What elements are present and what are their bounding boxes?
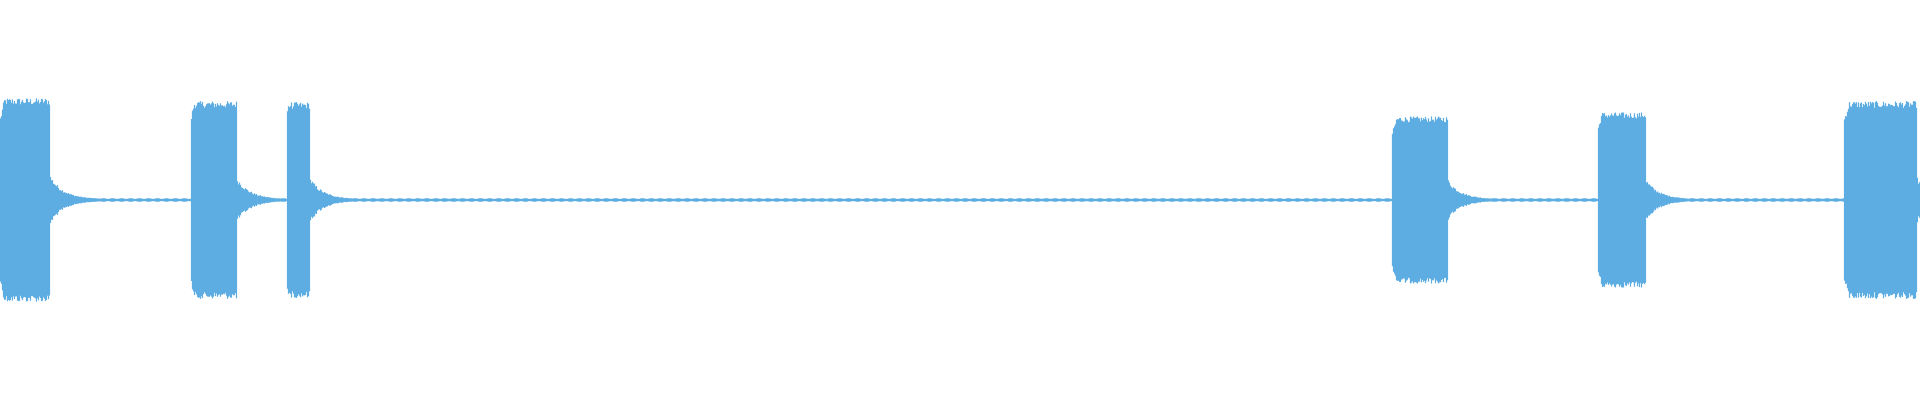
waveform-trace: [0, 98, 1920, 302]
